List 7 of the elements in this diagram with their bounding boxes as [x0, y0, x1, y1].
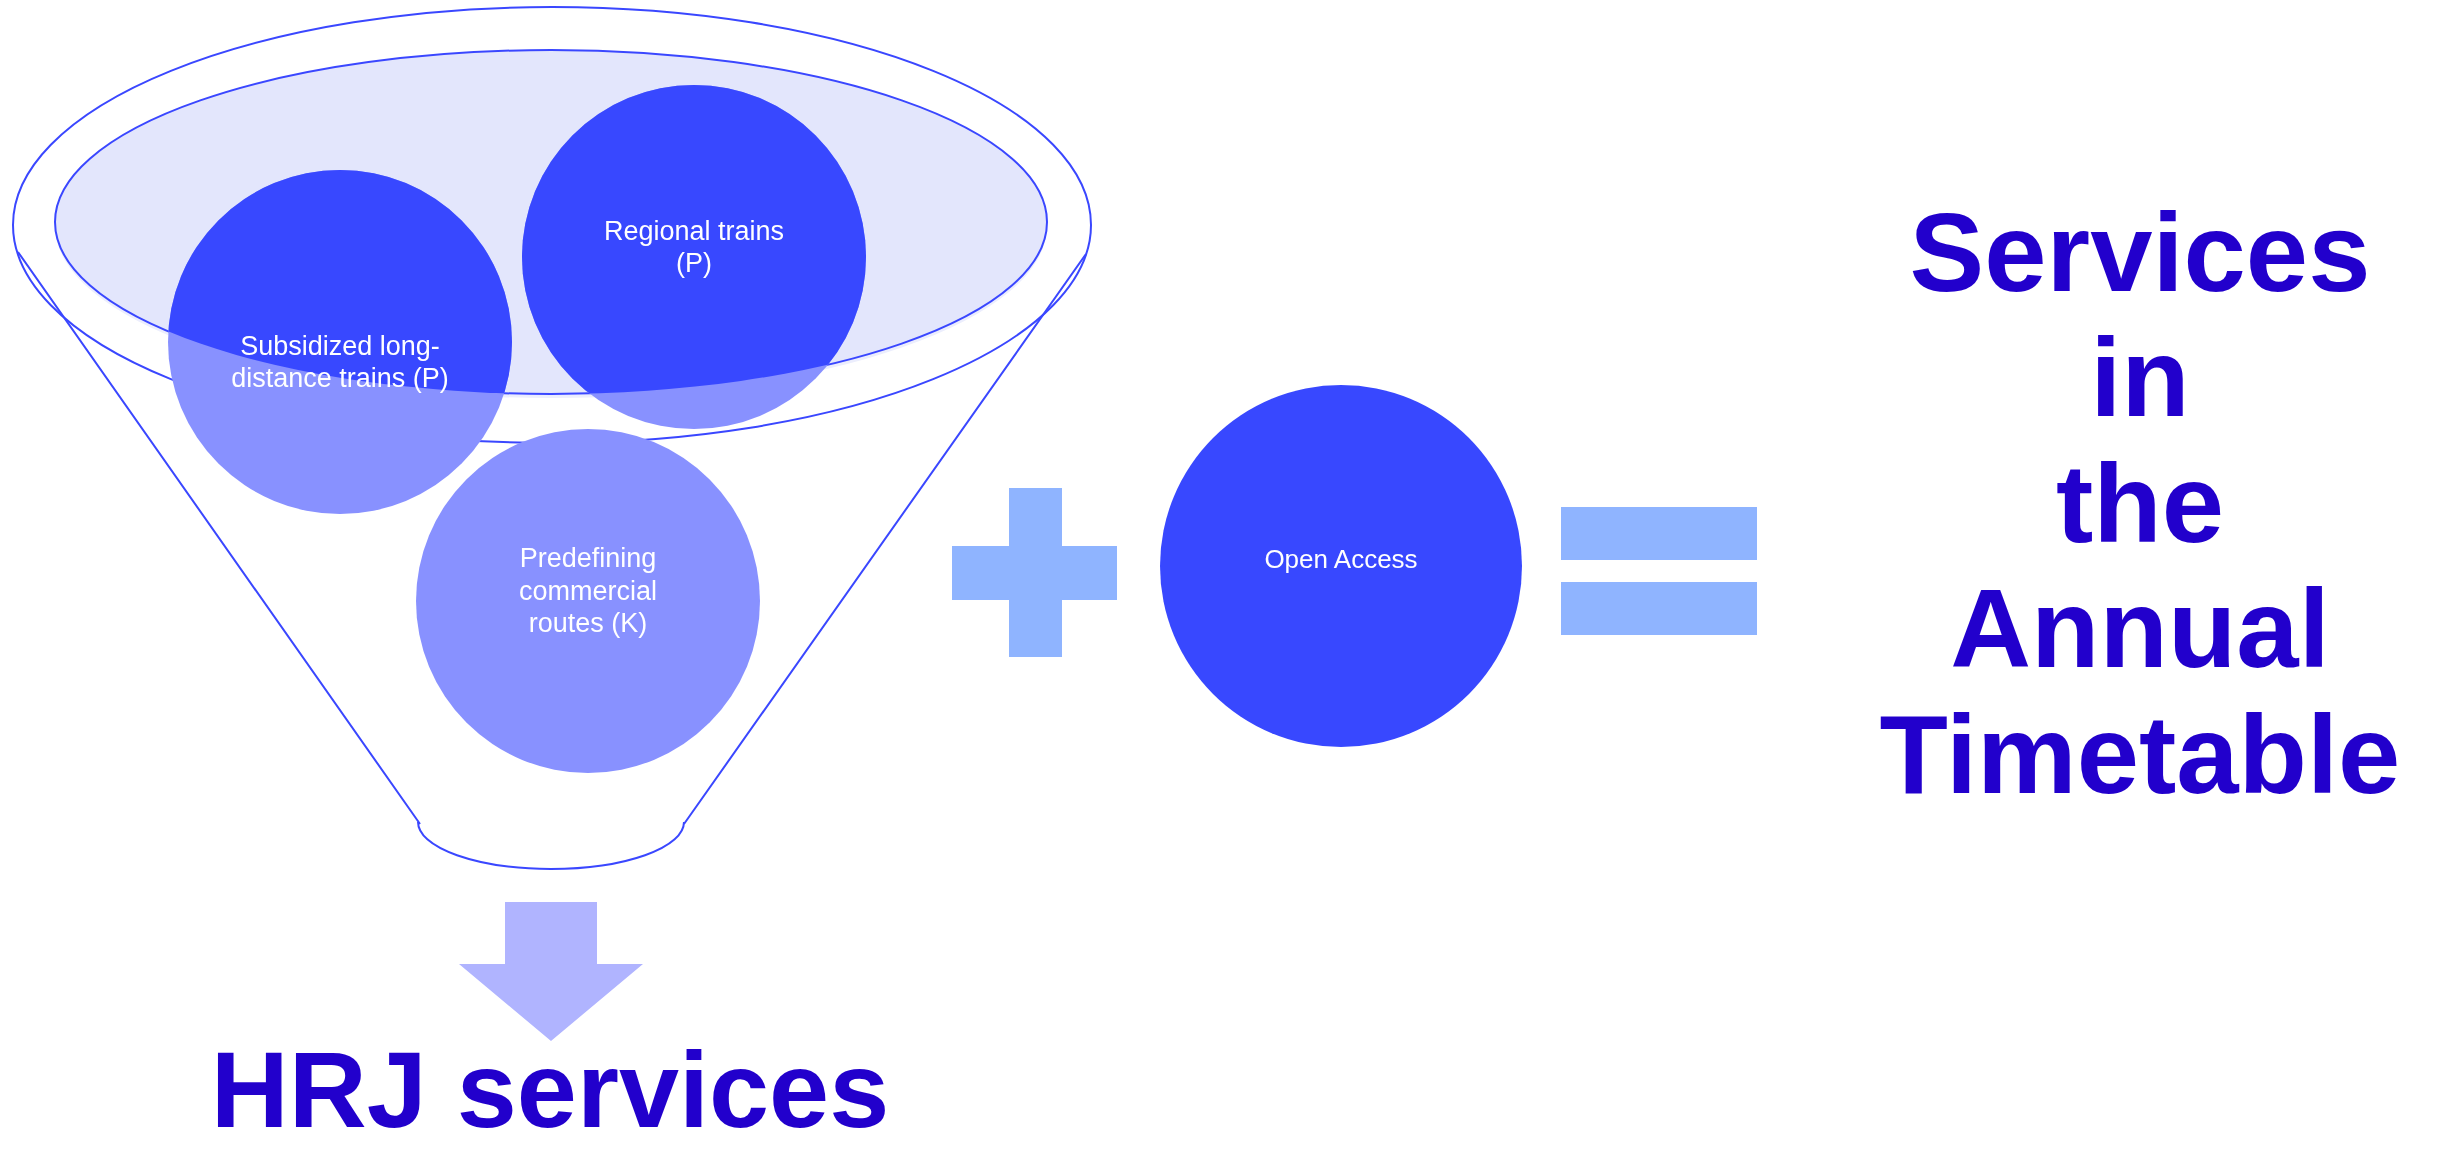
- heading-text: Services in the Annual Timetable: [1879, 190, 2401, 818]
- heading-text: HRJ services: [210, 1036, 890, 1144]
- circle-label: Predefining commercial routes (K): [519, 542, 657, 640]
- down-arrow: [459, 902, 643, 1041]
- circle-label: Open Access: [1264, 544, 1418, 576]
- circle-label: Regional trains (P): [602, 214, 786, 280]
- circle-label: Subsidized long-distance trains (P): [230, 329, 450, 395]
